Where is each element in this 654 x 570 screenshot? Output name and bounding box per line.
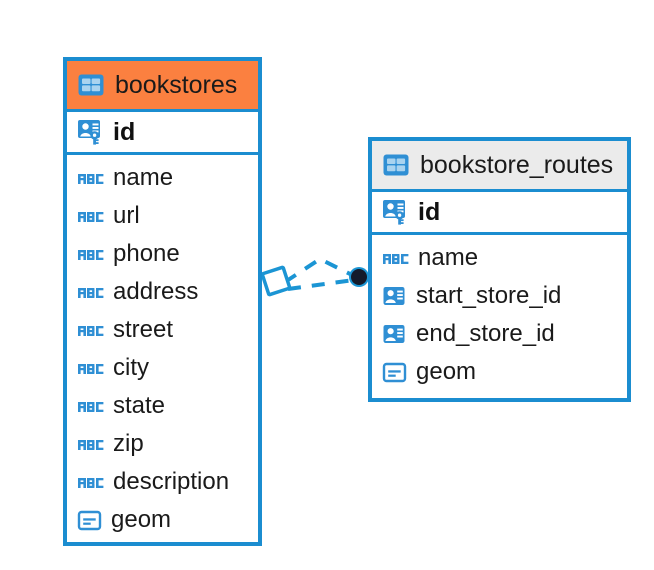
field-row-street[interactable]: street [67,311,258,349]
field-label-city: city [113,354,149,381]
field-label-phone: phone [113,240,180,267]
entity-title-bookstores: bookstores [115,70,238,99]
field-label-id: id [113,117,136,146]
field-row-city[interactable]: city [67,349,258,387]
field-row-description[interactable]: description [67,463,258,501]
field-list-bookstores: name url [67,155,258,545]
primary-key-icon [78,120,100,145]
field-row-primary-key[interactable]: id [372,189,627,235]
entity-bookstores[interactable]: bookstores id [63,57,262,546]
primary-key-icon [383,200,405,225]
field-row-end-store-id[interactable]: end_store_id [372,315,627,353]
relationship-line-upper [283,256,357,284]
field-row-geom[interactable]: geom [372,353,627,391]
text-type-icon [78,174,104,184]
field-row-zip[interactable]: zip [67,425,258,463]
foreign-key-icon [383,287,405,305]
text-type-icon [78,478,104,488]
field-label-street: street [113,316,174,343]
field-row-primary-key[interactable]: id [67,109,258,155]
field-label-name: name [418,244,479,271]
geometry-type-icon [77,510,102,531]
table-icon [383,154,409,176]
entity-bookstore-routes[interactable]: bookstore_routes id [368,137,631,402]
text-type-icon [78,250,104,260]
field-label-zip: zip [113,430,144,457]
entity-header-bookstore-routes[interactable]: bookstore_routes [372,141,627,189]
filled-circle-marker [349,267,369,287]
field-label-id: id [418,197,441,226]
field-label-address: address [113,278,199,305]
geometry-type-icon [382,362,407,383]
field-label-geom: geom [416,358,477,385]
field-label-url: url [113,202,140,229]
foreign-key-icon [383,325,405,343]
field-row-start-store-id[interactable]: start_store_id [372,277,627,315]
field-label-geom: geom [111,506,172,533]
text-type-icon [78,440,104,450]
field-row-url[interactable]: url [67,197,258,235]
text-type-icon [78,326,104,336]
entity-title-bookstore-routes: bookstore_routes [420,150,614,179]
field-row-address[interactable]: address [67,273,258,311]
text-type-icon [78,212,104,222]
table-icon [78,74,104,96]
relationship-line-lower [287,278,355,291]
field-label-end-store-id: end_store_id [416,320,555,347]
text-type-icon [78,364,104,374]
diamond-marker [260,265,292,297]
field-row-name[interactable]: name [67,159,258,197]
text-type-icon [78,402,104,412]
field-row-name[interactable]: name [372,239,627,277]
text-type-icon [78,288,104,298]
field-row-state[interactable]: state [67,387,258,425]
field-label-state: state [113,392,166,419]
field-list-bookstore-routes: name start_store_id [372,235,627,397]
field-label-description: description [113,468,230,495]
field-label-name: name [113,164,174,191]
entity-header-bookstores[interactable]: bookstores [67,61,258,109]
text-type-icon [383,254,409,264]
field-row-phone[interactable]: phone [67,235,258,273]
field-label-start-store-id: start_store_id [416,282,562,309]
field-row-geom[interactable]: geom [67,501,258,539]
